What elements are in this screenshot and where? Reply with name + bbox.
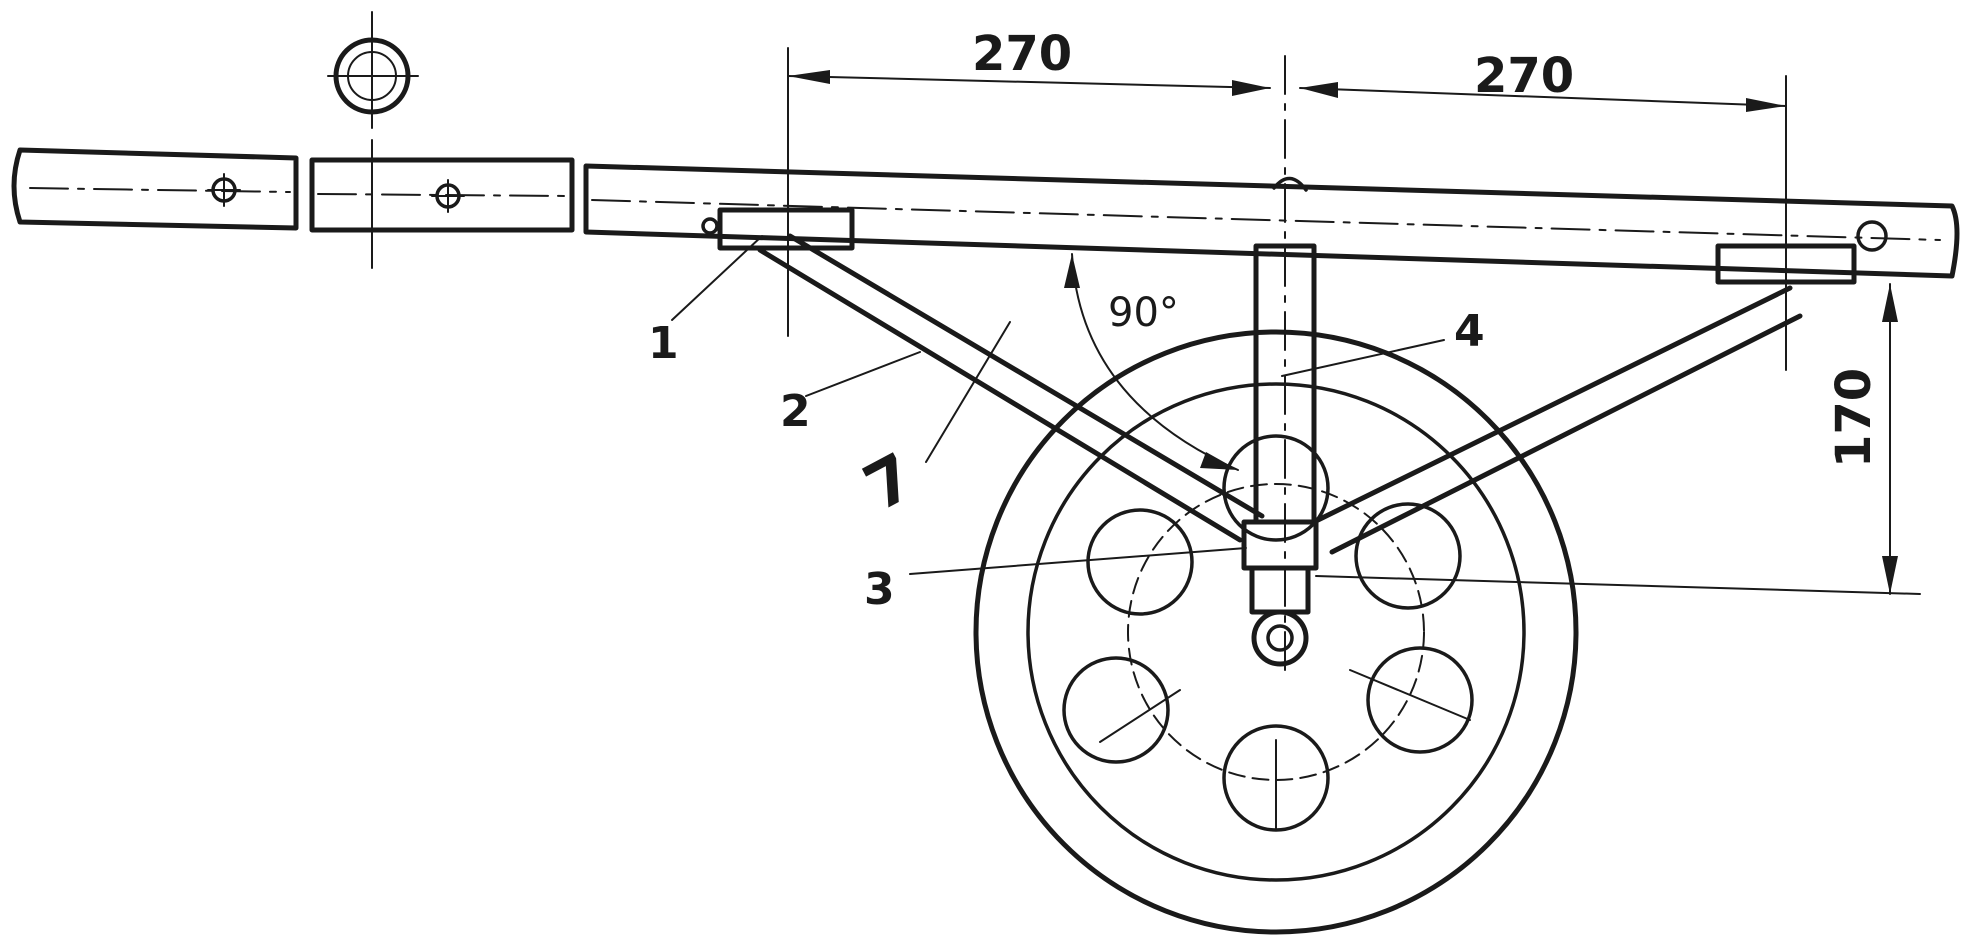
strut-left bbox=[757, 233, 1265, 543]
axle-beam bbox=[583, 163, 1960, 279]
leader-lines bbox=[671, 235, 1445, 575]
callout-1: 1 bbox=[648, 318, 679, 369]
dimension-height bbox=[1315, 283, 1921, 595]
strut-right bbox=[1315, 285, 1803, 555]
tube-cross-section bbox=[327, 11, 419, 129]
bracket-left bbox=[701, 207, 855, 251]
dim-170: 170 bbox=[1826, 368, 1882, 468]
callout-7: 7 bbox=[853, 440, 927, 526]
wheel bbox=[973, 329, 1579, 935]
dim-270-right: 270 bbox=[1474, 48, 1574, 104]
hub-block bbox=[1241, 519, 1319, 667]
angle-label: 90° bbox=[1108, 290, 1179, 336]
callout-3: 3 bbox=[864, 564, 895, 615]
drawbar-segment-2 bbox=[309, 139, 575, 269]
vertical-post bbox=[1253, 55, 1317, 681]
dimension-width bbox=[787, 47, 1787, 371]
angle-arc bbox=[1064, 253, 1239, 471]
drawbar-segment-1 bbox=[11, 147, 299, 231]
callout-4: 4 bbox=[1454, 306, 1485, 357]
callout-2: 2 bbox=[780, 386, 811, 437]
dim-270-left: 270 bbox=[972, 26, 1072, 82]
